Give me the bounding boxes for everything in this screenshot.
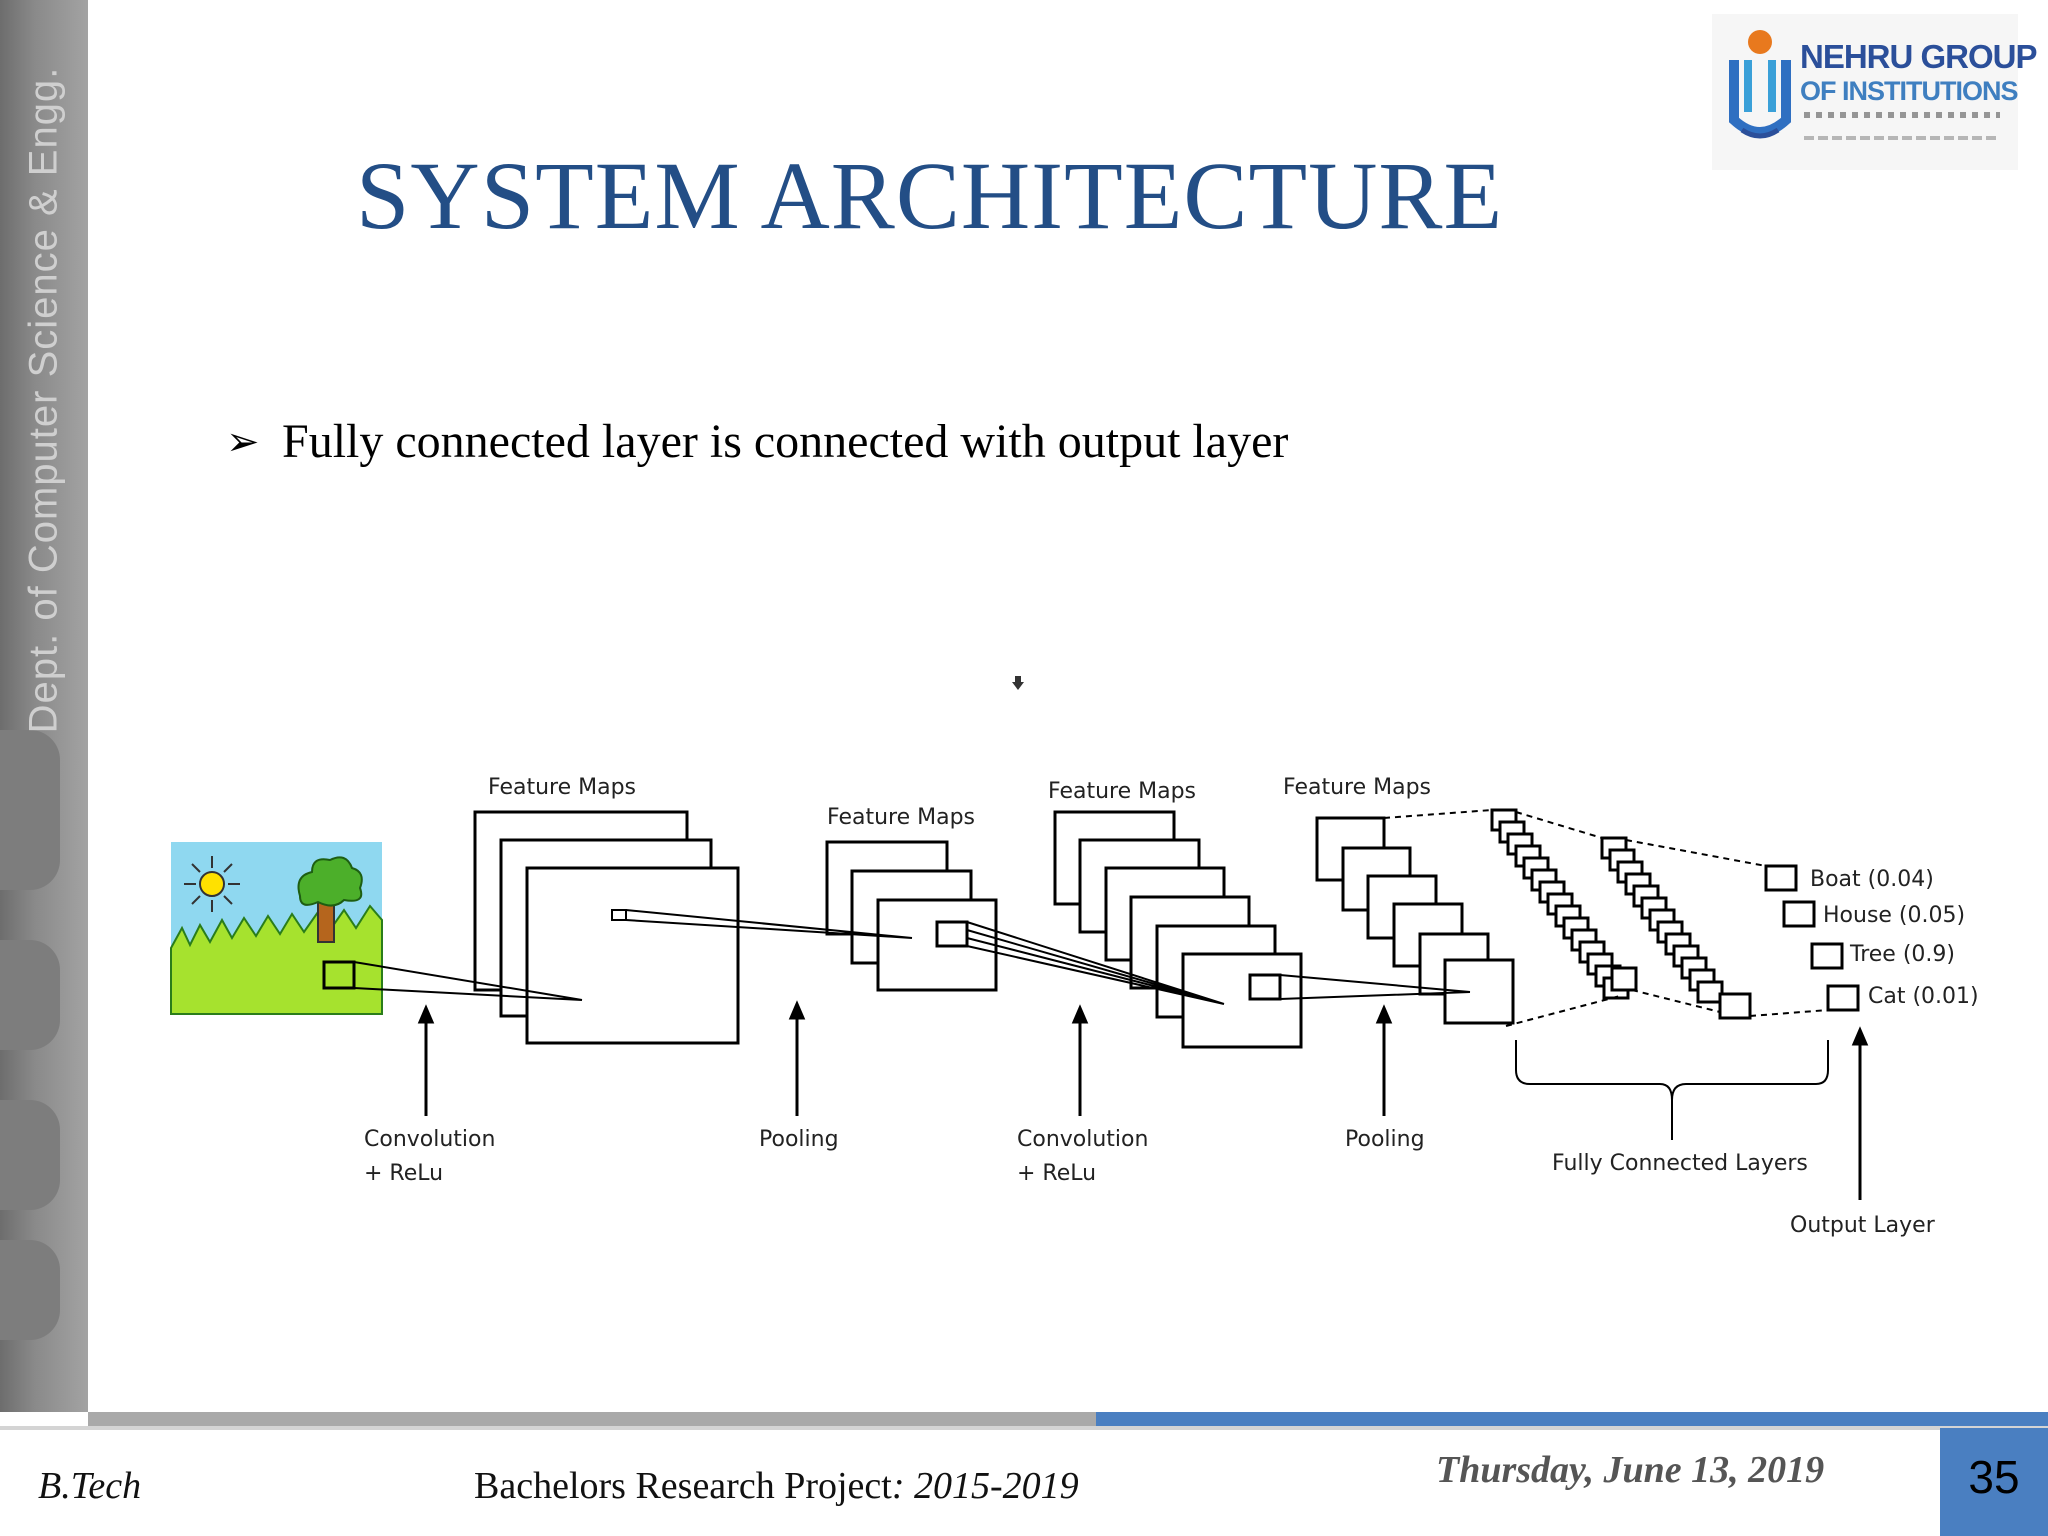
convolution-label: Convolution xyxy=(364,1127,495,1152)
pooling-label: Pooling xyxy=(759,1127,839,1152)
arrow-up-icon xyxy=(1854,1030,1866,1044)
footer-date: Thursday, June 13, 2019 xyxy=(1436,1448,1824,1492)
arrow-up-icon xyxy=(1378,1008,1390,1022)
pooling-label: Pooling xyxy=(1345,1127,1425,1152)
arrow-up-icon xyxy=(420,1008,432,1022)
footer-line xyxy=(0,1426,2048,1430)
output-class-label: Tree (0.9) xyxy=(1849,942,1955,967)
convolution-label: Convolution xyxy=(1017,1127,1148,1152)
feature-maps-label: Feature Maps xyxy=(1048,779,1196,804)
footer-project: Bachelors Research Project: 2015-2019 xyxy=(474,1464,1079,1508)
fully-connected-label: Fully Connected Layers xyxy=(1552,1151,1808,1176)
footer-project-name: Bachelors Research Project xyxy=(474,1465,892,1507)
feature-maps-label: Feature Maps xyxy=(827,805,975,830)
feature-maps-label: Feature Maps xyxy=(488,775,636,800)
output-class-label: House (0.05) xyxy=(1823,903,1965,928)
arrow-up-icon xyxy=(791,1004,803,1018)
cnn-architecture-diagram: Feature Maps Feature Maps Feature Maps F… xyxy=(0,0,2048,1400)
footer-degree: B.Tech xyxy=(38,1464,141,1508)
output-class-label: Boat (0.04) xyxy=(1810,867,1934,892)
relu-label: + ReLu xyxy=(1017,1161,1096,1186)
fc-brace xyxy=(1516,1040,1828,1140)
sun-icon xyxy=(184,856,240,912)
output-class-label: Cat (0.01) xyxy=(1868,984,1979,1009)
page-number-box: 35 xyxy=(1940,1428,2048,1536)
feature-maps-label: Feature Maps xyxy=(1283,775,1431,800)
relu-label: + ReLu xyxy=(364,1161,443,1186)
arrow-up-icon xyxy=(1074,1008,1086,1022)
footer-project-years: : 2015-2019 xyxy=(892,1465,1079,1507)
input-image xyxy=(171,842,382,1014)
output-layer-label: Output Layer xyxy=(1790,1213,1936,1238)
page-number: 35 xyxy=(1940,1450,2048,1504)
cursor-marker-icon xyxy=(1012,676,1024,690)
